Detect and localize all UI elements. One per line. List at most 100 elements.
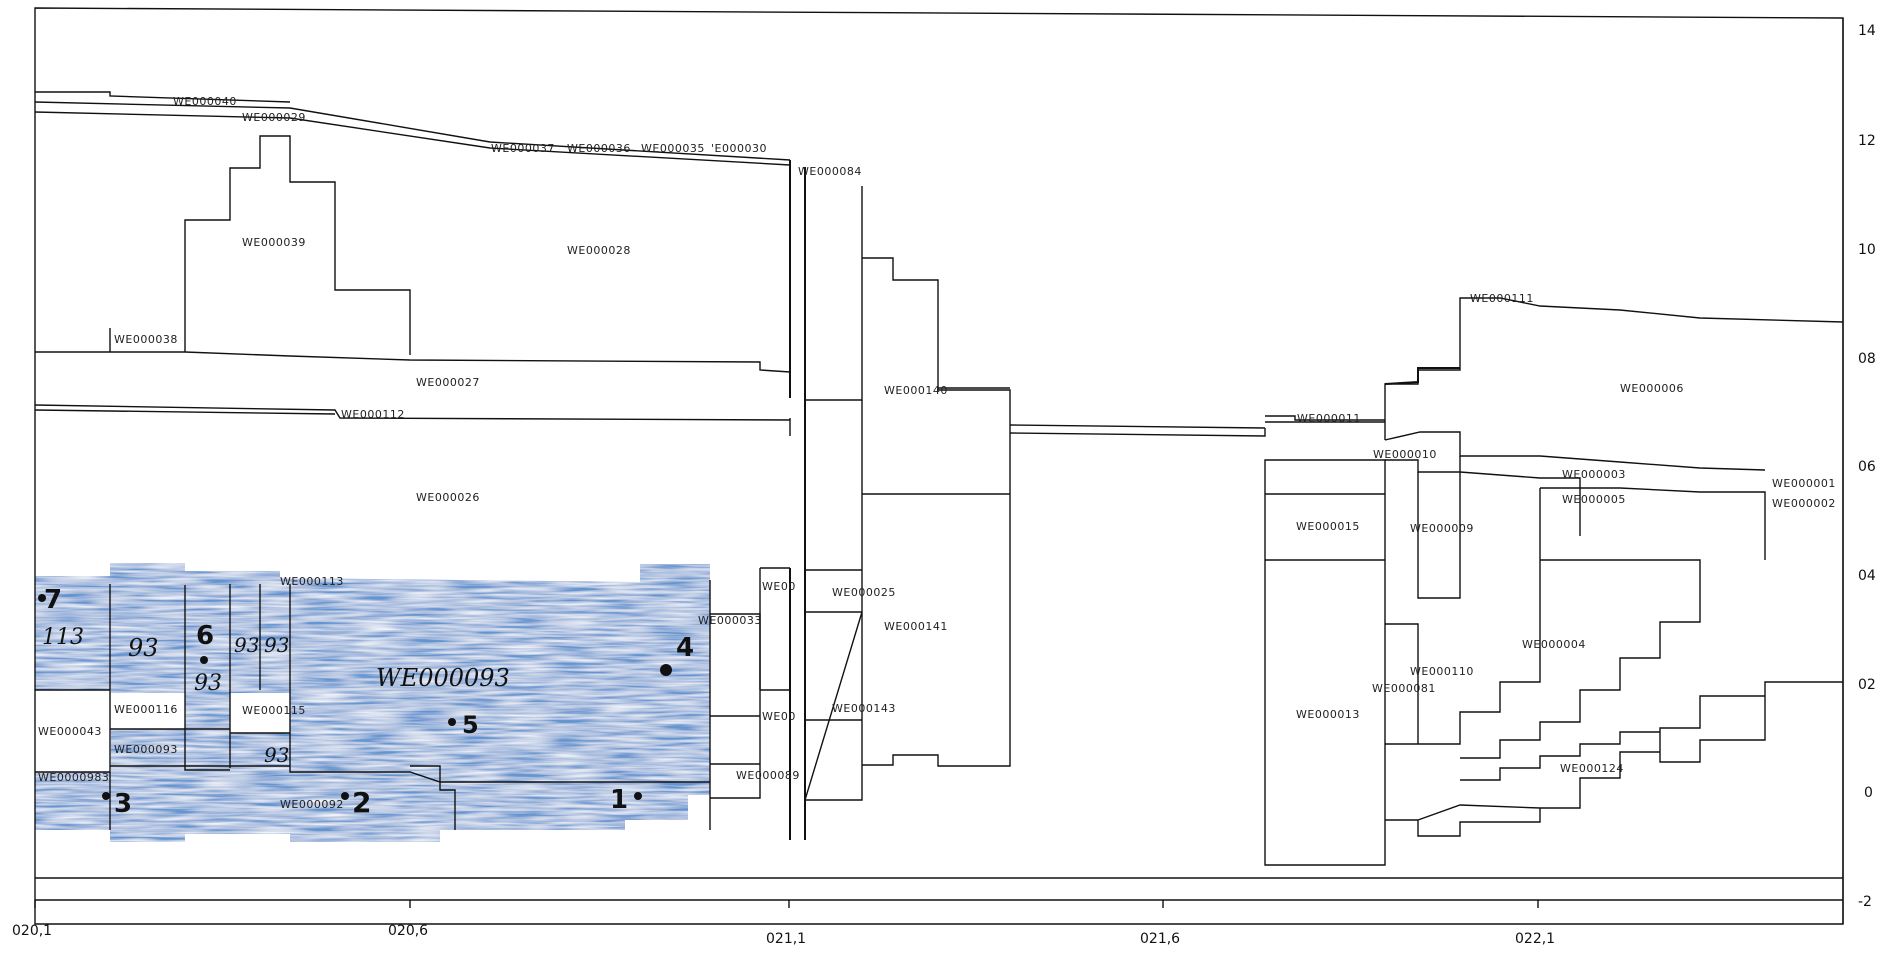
label-we000111: WE000111: [1470, 292, 1534, 305]
right-tick-04: 04: [1858, 568, 1876, 584]
boxes-we25: [759, 567, 863, 801]
label-we000143: WE000143: [832, 702, 896, 715]
label-we000009: WE000009: [1410, 522, 1474, 535]
unit-labels: WE000040 WE000029 WE000037 WE000036 WE00…: [38, 95, 1836, 811]
label-we000040: WE000040: [173, 95, 237, 108]
right-tick-06: 06: [1858, 459, 1876, 475]
handwritten-93-d: 93: [264, 633, 289, 657]
box-we09: [1417, 456, 1461, 599]
marker-dot-3: [102, 792, 110, 800]
label-we000113: WE000113: [280, 575, 344, 588]
label-we000029: WE000029: [242, 111, 306, 124]
right-tick-14: 14: [1858, 23, 1876, 39]
handwritten-number-2: 2: [352, 786, 371, 819]
handwritten-number-7: 7: [44, 585, 62, 615]
handwritten-93-b: 93: [194, 671, 222, 696]
marker-dot-5: [448, 718, 456, 726]
lower-grid: [35, 584, 710, 830]
unshaded-strip-43: [35, 690, 111, 772]
label-we000035: WE000035: [641, 142, 705, 155]
handwritten-number-5: 5: [462, 711, 479, 739]
bottom-tick-020-1: 020,1: [12, 923, 52, 939]
label-we000081: WE000081: [1372, 682, 1436, 695]
label-we000112: WE000112: [341, 408, 405, 421]
bottom-tick-022-1: 022,1: [1515, 931, 1555, 947]
label-we000011: WE000011: [1297, 412, 1361, 425]
right-tick-minus2: -2: [1858, 894, 1872, 910]
label-we000037: WE000037: [491, 142, 555, 155]
label-we000140: WE000140: [884, 384, 948, 397]
label-we000092: WE000092: [280, 798, 344, 811]
label-we000026: WE000026: [416, 491, 480, 504]
marker-dot-7: [38, 594, 46, 602]
right-axis: 14 12 10 08 06 04 02 0 -2: [1842, 18, 1876, 924]
marker-dot-1: [634, 792, 642, 800]
lower-right-block: [709, 580, 761, 830]
label-we000141: WE000141: [884, 620, 948, 633]
label-we000010: WE000010: [1373, 448, 1437, 461]
handwritten-113: 113: [42, 625, 84, 650]
boundary-we38: [35, 328, 791, 373]
label-we000115: WE000115: [242, 704, 306, 717]
marker-dot-6: [200, 656, 208, 664]
label-we000036: WE000036: [567, 142, 631, 155]
right-tick-12: 12: [1858, 133, 1876, 149]
profile-we06: [1384, 367, 1460, 385]
label-e000030: 'E000030: [711, 142, 767, 155]
right-tick-0: 0: [1864, 785, 1873, 801]
label-we000093: WE000093: [114, 743, 178, 756]
label-we000025: WE000025: [832, 586, 896, 599]
profile-we111: [1384, 297, 1844, 440]
label-we000039: WE000039: [242, 236, 306, 249]
bottom-axis: 020,1 020,6 021,1 021,6 022,1: [12, 900, 1555, 947]
marker-dot-4: [660, 664, 672, 676]
label-we000110: WE000110: [1410, 665, 1474, 678]
bottom-tick-020-6: 020,6: [388, 923, 428, 939]
profile-we84: [805, 186, 1011, 767]
handwritten-annotations: WE000093 1 2 3 4 5 6 7 113 93 93 93 93 9…: [38, 585, 694, 819]
profile-we39: [184, 135, 411, 355]
label-we000005: WE000005: [1562, 493, 1626, 506]
handwritten-93-a: 93: [128, 634, 159, 662]
label-we000038: WE000038: [114, 333, 178, 346]
label-we000028: WE000028: [567, 244, 631, 257]
handwritten-number-6: 6: [196, 621, 214, 651]
label-we000015: WE000015: [1296, 520, 1360, 533]
label-we000001: WE000001: [1772, 477, 1836, 490]
label-we000002: WE000002: [1772, 497, 1836, 510]
boundary-we112: [34, 404, 791, 436]
box-we11: [1265, 415, 1385, 423]
right-tick-08: 08: [1858, 351, 1876, 367]
strip-we40: [34, 91, 791, 166]
right-tick-10: 10: [1858, 242, 1876, 258]
handwritten-93-c: 93: [234, 633, 259, 657]
label-we000084: WE000084: [798, 165, 862, 178]
label-we000006: WE000006: [1620, 382, 1684, 395]
label-we000013: WE000013: [1296, 708, 1360, 721]
handwritten-number-3: 3: [114, 789, 132, 819]
bottom-tick-marks: [34, 900, 1539, 908]
label-we000003: WE000003: [1562, 468, 1626, 481]
line-we140: [805, 387, 1010, 801]
label-we000116: WE000116: [114, 703, 178, 716]
bridge-line: [1009, 424, 1266, 437]
handwritten-number-1: 1: [610, 785, 628, 815]
label-we00-a: WE00: [762, 580, 796, 593]
label-we0000983: WE0000983: [38, 771, 109, 784]
label-we000043: WE000043: [38, 725, 102, 738]
block-we15: [1264, 459, 1386, 866]
handwritten-main-label: WE000093: [376, 664, 510, 692]
blue-shaded-region: [35, 563, 710, 842]
label-we000004: WE000004: [1522, 638, 1586, 651]
label-we00-b: WE00: [762, 710, 796, 723]
label-we000124: WE000124: [1560, 762, 1624, 775]
handwritten-number-4: 4: [676, 633, 694, 663]
unshaded-strip-116: [110, 693, 185, 729]
column-we84: [789, 160, 806, 840]
marker-dot-2: [341, 792, 349, 800]
steps-we04: [1385, 488, 1843, 837]
unshaded-box-115: [230, 693, 290, 733]
label-we000027: WE000027: [416, 376, 480, 389]
blue-shading: [35, 563, 710, 842]
